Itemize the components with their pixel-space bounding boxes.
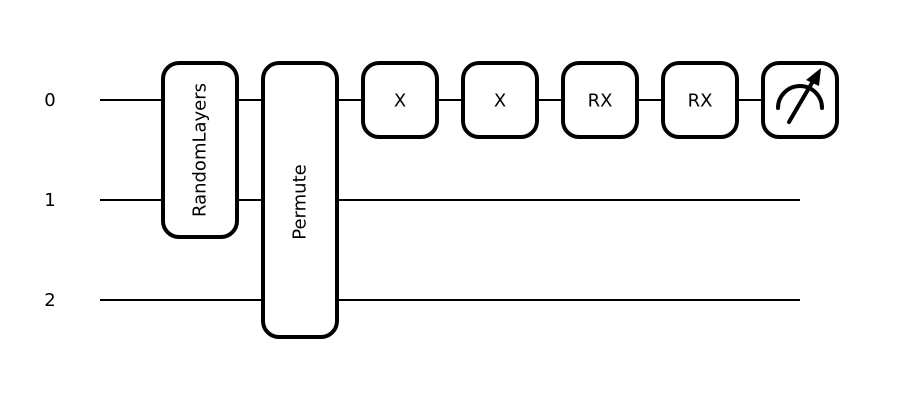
- gate-random-layers: RandomLayers: [161, 61, 239, 239]
- wire-label-2: 2: [44, 290, 55, 311]
- gate-permute-box: [261, 61, 339, 339]
- measurement-meter-icon: [776, 68, 824, 124]
- gate-permute-label: Permute: [290, 164, 311, 239]
- gate-random-layers-box: [161, 61, 239, 239]
- gate-rx-2: RX: [661, 61, 739, 139]
- wire-label-1: 1: [44, 190, 55, 211]
- wire-label-0: 0: [44, 90, 55, 111]
- gate-permute: Permute: [261, 61, 339, 339]
- gate-rx-2-box: [661, 61, 739, 139]
- gate-x-2-label: X: [494, 91, 506, 112]
- gate-random-layers-label: RandomLayers: [190, 83, 211, 217]
- gate-rx-1-label: RX: [588, 91, 613, 112]
- gate-x-2: X: [461, 61, 539, 139]
- gate-rx-2-label: RX: [688, 91, 713, 112]
- gate-rx-1: RX: [561, 61, 639, 139]
- measurement-gate: [761, 61, 839, 139]
- gate-x-1-box: [361, 61, 439, 139]
- gate-x-2-box: [461, 61, 539, 139]
- gate-x-1-label: X: [394, 91, 406, 112]
- gate-rx-1-box: [561, 61, 639, 139]
- gate-x-1: X: [361, 61, 439, 139]
